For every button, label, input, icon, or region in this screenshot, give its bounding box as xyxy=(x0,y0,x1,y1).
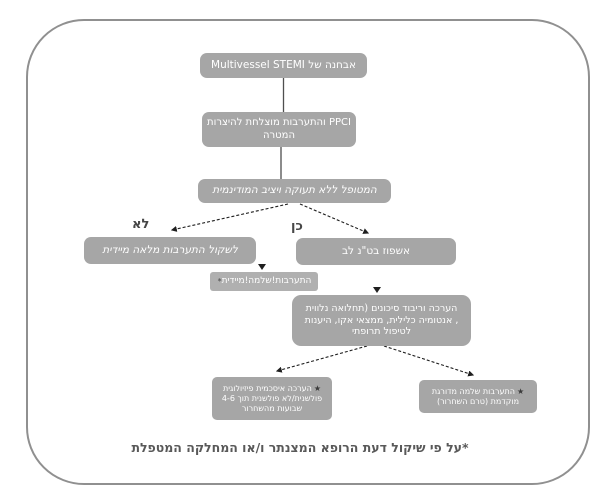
node-ischemic-line2: פולשנית/לא פולשנית תוך 4-6 xyxy=(221,393,323,403)
branch-label-yes: כן xyxy=(291,219,303,234)
node-risk-line1: הערכה וריבוד סיכונים (תחלואה נלווית xyxy=(305,302,458,314)
node-diagnosis-label: אבחנה של Multivessel STEMI xyxy=(211,58,356,71)
footnote: *על פי שיקול דעת הרופא המצנתר ו/או המחלק… xyxy=(131,440,469,455)
node-staged-line1-text: התערבות שלמה מדורגת xyxy=(431,386,515,396)
connector-risk-ischemic xyxy=(275,345,368,373)
node-stable-label: המטופל ללא תעוקה ויציב המודינמית xyxy=(212,184,377,197)
arrow-down-icon xyxy=(373,287,381,293)
connector-branch-no xyxy=(170,203,289,232)
node-consider-label: לשקול התערבות מלאה מיידית xyxy=(102,243,238,256)
branch-label-no: לא xyxy=(132,217,150,232)
asterisk-marker: * xyxy=(217,276,222,286)
node-ischemic-assessment: ★הערכה איסכמית פיזיולוגית פולשנית/לא פול… xyxy=(212,377,332,420)
node-immediate-label: התערבות!שלמה!מיידית xyxy=(221,275,312,286)
star-icon: ★ xyxy=(516,386,525,396)
arrow-down-icon xyxy=(258,264,266,270)
node-stable: המטופל ללא תעוקה ויציב המודינמית xyxy=(198,179,391,203)
connector-branch-yes xyxy=(299,203,370,234)
node-consider-full-intervention: לשקול התערבות מלאה מיידית xyxy=(84,237,256,264)
node-icu-label: אשפוז בט"נ לב xyxy=(341,244,411,257)
node-staged-line1: ★התערבות שלמה מדורגת xyxy=(432,387,524,397)
node-risk-line3: לטיפול תרופתי xyxy=(351,326,412,338)
node-ppci-line1: PPCI והתערבות מוצלחת להיצרות xyxy=(207,117,351,128)
node-risk-line2: , אנטומיה כלילית, ממצאי אקו, היענות xyxy=(304,314,459,326)
node-staged-line2: מוקדמת (טרם השחרור) xyxy=(436,396,520,406)
node-ischemic-line3: שבועות מהשחרור xyxy=(241,403,303,413)
star-icon: ★ xyxy=(313,383,322,393)
node-icu-admission: אשפוז בט"נ לב xyxy=(296,238,456,265)
node-ppci: PPCI והתערבות מוצלחת להיצרות המטרה xyxy=(202,112,356,147)
node-diagnosis: אבחנה של Multivessel STEMI xyxy=(200,53,367,78)
node-risk-stratification: הערכה וריבוד סיכונים (תחלואה נלווית , אנ… xyxy=(292,295,471,346)
node-ischemic-line1: ★הערכה איסכמית פיזיולוגית xyxy=(223,384,321,394)
node-ppci-line2: המטרה xyxy=(263,129,295,141)
node-staged-intervention: ★התערבות שלמה מדורגת מוקדמת (טרם השחרור) xyxy=(419,380,537,413)
connector-risk-staged xyxy=(383,345,475,377)
node-immediate-complete-intervention: התערבות!שלמה!מיידית* xyxy=(210,272,318,291)
node-ischemic-line1-text: הערכה איסכמית פיזיולוגית xyxy=(222,383,312,393)
